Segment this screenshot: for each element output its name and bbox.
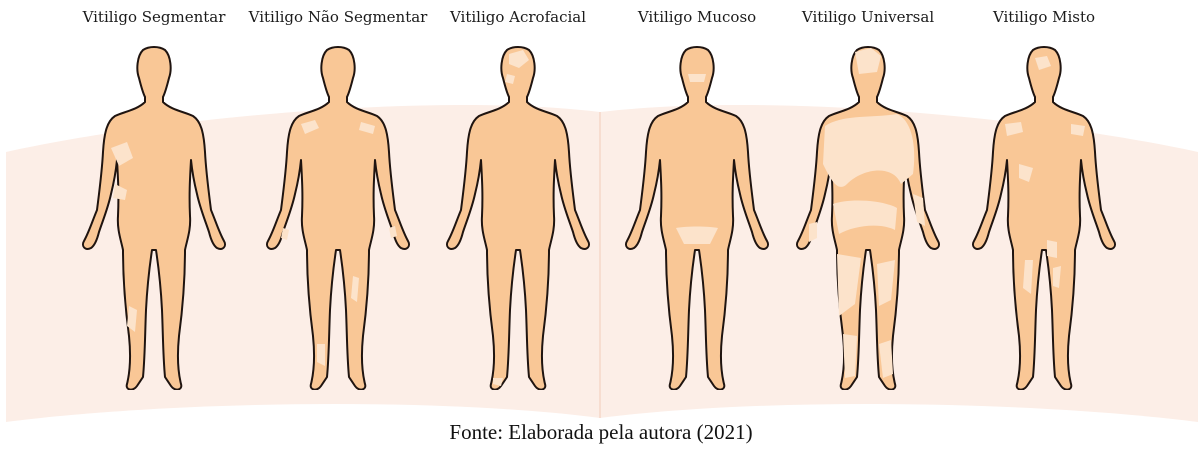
figure-misto: Vitiligo Misto (949, 8, 1139, 392)
figure-acrofacial: Vitiligo Acrofacial (423, 8, 613, 392)
figure-label-nao-segmentar: Vitiligo Não Segmentar (243, 8, 433, 26)
figure-label-mucoso: Vitiligo Mucoso (602, 8, 792, 26)
body-silhouette-misto (949, 44, 1139, 390)
figure-label-universal: Vitiligo Universal (773, 8, 963, 26)
body-silhouette-segmentar (59, 44, 249, 390)
body-silhouette-nao-segmentar (243, 44, 433, 390)
figure-caption: Fonte: Elaborada pela autora (2021) (0, 420, 1202, 445)
figure-label-misto: Vitiligo Misto (949, 8, 1139, 26)
figure-nao-segmentar: Vitiligo Não Segmentar (243, 8, 433, 392)
body-silhouette-universal (773, 44, 963, 390)
figure-universal: Vitiligo Universal (773, 8, 963, 392)
figure-label-acrofacial: Vitiligo Acrofacial (423, 8, 613, 26)
body-silhouette-acrofacial (423, 44, 613, 390)
body-silhouette-mucoso (602, 44, 792, 390)
figure-mucoso: Vitiligo Mucoso (602, 8, 792, 392)
figure-segmentar: Vitiligo Segmentar (59, 8, 249, 392)
figure-label-segmentar: Vitiligo Segmentar (59, 8, 249, 26)
